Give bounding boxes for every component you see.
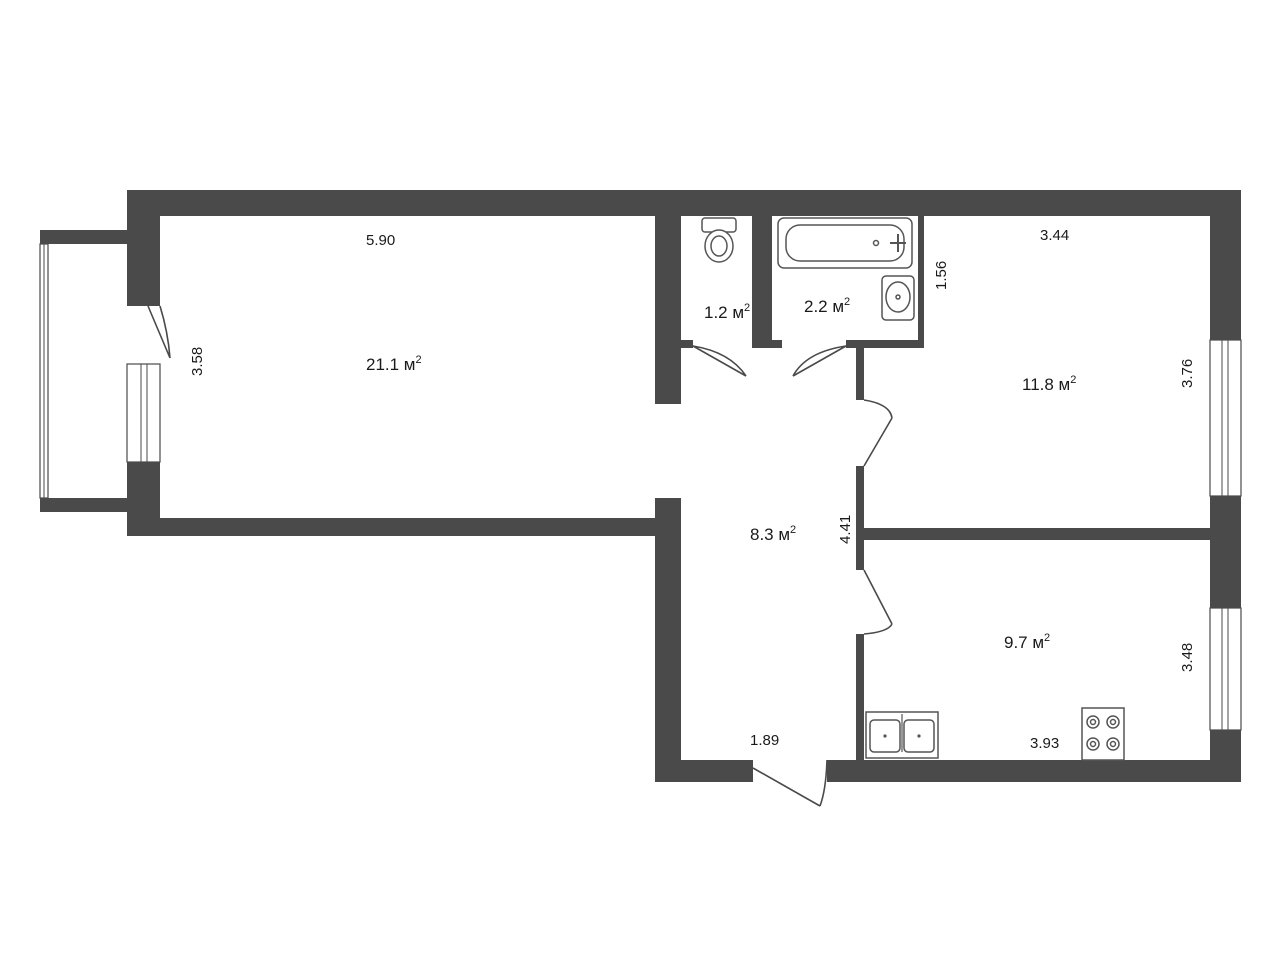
windows: [1209, 339, 1242, 731]
bedroom-depth-label: 3.76: [1179, 359, 1196, 388]
bathtub-icon: [777, 217, 913, 269]
bedroom-door: [863, 399, 893, 467]
wall-toilet-bottom-l: [681, 340, 693, 348]
bath-area-label: 2.2 м2: [804, 296, 850, 316]
wall-top: [127, 190, 1241, 216]
wall-living-toilet: [655, 216, 681, 404]
hall-length-label: 4.41: [837, 515, 854, 544]
bedroom-area-label: 11.8 м2: [1022, 374, 1076, 394]
balcony-wall-top: [40, 230, 127, 244]
wall-toilet-bottom-r: [752, 340, 782, 348]
wall-bottom-right: [827, 760, 1241, 782]
toilet-icon: [701, 217, 737, 263]
kitchen-width-label: 3.93: [1030, 735, 1059, 752]
kitchen-door: [863, 569, 893, 635]
kitchen-window: [1209, 607, 1242, 731]
kitchen-sink-icon: [865, 711, 939, 759]
wall-kitchen-left-lower: [856, 634, 864, 760]
wall-bedroom-left-mid: [856, 466, 864, 570]
kitchen-area-label: 9.7 м2: [1004, 632, 1050, 652]
balcony-wall-bottom: [40, 498, 127, 512]
wall-right-top: [1210, 190, 1241, 340]
wall-living-bottom: [127, 518, 681, 536]
wall-hall-left: [655, 498, 681, 782]
wall-living-left-upper: [127, 190, 160, 306]
stove-icon: [1081, 707, 1125, 761]
bath-door: [792, 345, 847, 377]
kitchen-depth-label: 3.48: [1179, 643, 1196, 672]
wall-bath-right: [918, 216, 924, 348]
wall-bedroom-kitchen: [864, 528, 1241, 540]
doors: [692, 345, 893, 807]
labels: 21.1 м2 5.90 3.58 1.2 м2 2.2 м2 1.56 11.…: [189, 227, 1196, 752]
balcony-window: [126, 363, 161, 463]
bath-dim-label: 1.56: [933, 261, 950, 290]
living-depth-label: 3.58: [189, 347, 206, 376]
wall-right-mid: [1210, 496, 1241, 608]
wall-bath-bottom: [846, 340, 924, 348]
bedroom-width-label: 3.44: [1040, 227, 1069, 244]
balcony-door: [147, 305, 171, 359]
entrance-door: [752, 759, 828, 807]
wall-right-bottom: [1210, 730, 1241, 782]
toilet-area-label: 1.2 м2: [704, 302, 750, 322]
living-area-label: 21.1 м2: [366, 354, 422, 374]
bath-sink-icon: [881, 275, 915, 321]
wall-bottom-left: [655, 760, 753, 782]
balcony: [39, 230, 171, 512]
wall-toilet-bath: [752, 216, 772, 346]
walls: [127, 190, 1241, 782]
toilet-door: [692, 345, 747, 377]
hall-width-label: 1.89: [750, 732, 779, 749]
hall-area-label: 8.3 м2: [750, 524, 796, 544]
fixtures: [701, 217, 1125, 761]
wall-bedroom-left-upper: [856, 348, 864, 400]
bedroom-window: [1209, 339, 1242, 497]
living-width-label: 5.90: [366, 232, 395, 249]
